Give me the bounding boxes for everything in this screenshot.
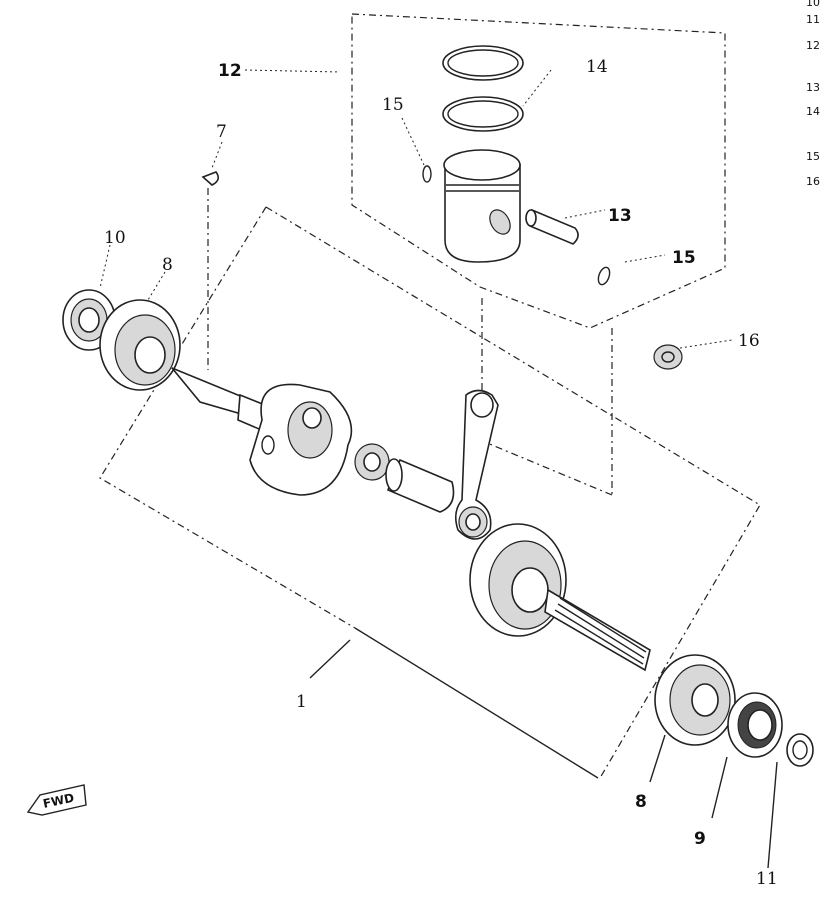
callout-13: 13 <box>608 206 632 226</box>
crankshaft-assembly-box <box>99 206 761 779</box>
connecting-rod <box>454 389 499 540</box>
bearing-left <box>99 299 181 391</box>
circlip-left <box>422 165 432 183</box>
callout-9: 9 <box>694 829 706 849</box>
callout-12: 12 <box>218 61 242 81</box>
callout-14: 14 <box>586 57 608 77</box>
piston-pin <box>525 208 579 245</box>
fwd-arrow-icon: FWD <box>26 784 87 816</box>
callout-10: 10 <box>104 228 126 248</box>
callout-1: 1 <box>296 692 307 712</box>
small-end-bearing <box>653 344 683 370</box>
index-14: 14 <box>806 105 820 118</box>
index-12: 12 <box>806 39 820 52</box>
woodruff-key <box>201 171 220 186</box>
crank-half-left <box>171 367 353 496</box>
circlip-right <box>597 266 611 286</box>
callouts: 1 7 8 8 9 10 11 12 13 14 15 15 16 <box>104 57 778 889</box>
index-column: 10 11 12 13 14 15 16 <box>806 0 820 188</box>
callout-8-right: 8 <box>635 792 647 812</box>
big-end-bearing <box>354 443 390 481</box>
oil-seal-right <box>727 692 783 758</box>
index-10: 10 <box>806 0 820 9</box>
piston-ring-lower <box>442 96 524 132</box>
callout-16: 16 <box>738 331 760 351</box>
collar <box>786 733 814 767</box>
index-15: 15 <box>806 150 820 163</box>
callout-11: 11 <box>756 869 778 889</box>
callout-7: 7 <box>216 122 227 142</box>
piston <box>443 149 521 263</box>
callout-8-left: 8 <box>162 255 173 275</box>
piston-ring-upper <box>442 45 524 81</box>
index-11: 11 <box>806 13 820 26</box>
callout-15-right: 15 <box>672 248 696 268</box>
fwd-label: FWD <box>42 791 76 811</box>
index-13: 13 <box>806 81 820 94</box>
callout-15-top: 15 <box>382 95 404 115</box>
crank-half-right <box>469 523 651 672</box>
leader-lines <box>99 69 778 869</box>
crank-pin <box>385 458 455 513</box>
bearing-right <box>654 654 736 746</box>
piston-assembly-box <box>351 13 726 329</box>
index-16: 16 <box>806 175 820 188</box>
